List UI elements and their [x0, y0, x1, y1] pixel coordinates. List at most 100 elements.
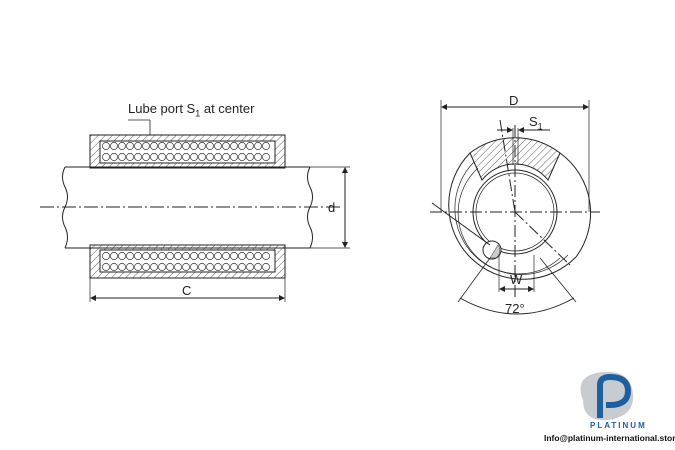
ball: [198, 252, 206, 260]
ball: [174, 252, 182, 260]
ball: [174, 142, 182, 150]
ball: [222, 263, 230, 271]
ball: [206, 252, 214, 260]
ball: [150, 142, 158, 150]
ball: [246, 252, 254, 260]
ball: [158, 263, 166, 271]
ball: [174, 263, 182, 271]
ball: [246, 142, 254, 150]
ball: [102, 252, 110, 260]
ball: [102, 153, 110, 161]
logo-brand: PLATINUM: [590, 421, 647, 430]
ball: [158, 153, 166, 161]
dim-s1-label: S1: [529, 114, 543, 132]
ball: [150, 263, 158, 271]
ball: [262, 263, 270, 271]
dim-D-label: D: [509, 93, 519, 108]
ball: [214, 252, 222, 260]
logo-email: Info@platinum-international.store: [544, 433, 675, 443]
ball: [110, 153, 118, 161]
ball: [238, 142, 246, 150]
ball: [214, 263, 222, 271]
ball: [206, 153, 214, 161]
ball: [102, 142, 110, 150]
ball: [230, 252, 238, 260]
ball: [238, 263, 246, 271]
ball: [166, 263, 174, 271]
ball: [134, 142, 142, 150]
ball: [110, 252, 118, 260]
ball: [230, 142, 238, 150]
ball: [102, 263, 110, 271]
ball: [142, 142, 150, 150]
ball: [262, 153, 270, 161]
ball: [254, 153, 262, 161]
housing-top: [89, 134, 286, 169]
ball: [134, 263, 142, 271]
ball: [214, 153, 222, 161]
ball: [254, 142, 262, 150]
shaft: [65, 166, 310, 249]
ball: [238, 252, 246, 260]
ball: [158, 252, 166, 260]
dim-d-label: d: [328, 200, 336, 215]
ball: [150, 252, 158, 260]
ball: [142, 263, 150, 271]
end-view: [430, 119, 600, 300]
ball: [158, 142, 166, 150]
ball: [182, 142, 190, 150]
angle-label: 72°: [505, 301, 525, 316]
ball: [190, 153, 198, 161]
ball: [230, 263, 238, 271]
ball: [182, 263, 190, 271]
ball: [246, 153, 254, 161]
ball: [190, 252, 198, 260]
ball: [246, 263, 254, 271]
dim-w-label: W: [510, 272, 523, 287]
ball: [166, 153, 174, 161]
ball: [126, 153, 134, 161]
ball: [134, 252, 142, 260]
ball: [238, 153, 246, 161]
ball: [110, 263, 118, 271]
ball: [166, 142, 174, 150]
ball: [190, 142, 198, 150]
ball: [118, 153, 126, 161]
dim-c-label: C: [182, 283, 192, 298]
ball: [222, 142, 230, 150]
ball-rows: [102, 142, 270, 271]
ball: [126, 263, 134, 271]
ball: [126, 252, 134, 260]
lube-port-label: Lube port S1 at center: [128, 101, 255, 119]
housing-bottom: [89, 244, 286, 279]
ball: [174, 153, 182, 161]
ball: [254, 252, 262, 260]
ball: [262, 142, 270, 150]
ball: [222, 153, 230, 161]
ball: [118, 252, 126, 260]
ball: [254, 263, 262, 271]
ball: [262, 252, 270, 260]
ball: [134, 153, 142, 161]
ball: [222, 252, 230, 260]
ball: [198, 153, 206, 161]
ball: [190, 263, 198, 271]
ball: [182, 252, 190, 260]
ball: [214, 142, 222, 150]
ball: [198, 142, 206, 150]
ball: [166, 252, 174, 260]
ball: [142, 252, 150, 260]
ball: [118, 142, 126, 150]
ball: [206, 263, 214, 271]
logo-mark: [580, 371, 634, 421]
ball: [182, 153, 190, 161]
ball: [150, 153, 158, 161]
ball: [206, 142, 214, 150]
ball: [230, 153, 238, 161]
ball: [198, 263, 206, 271]
ball: [118, 263, 126, 271]
ball: [142, 153, 150, 161]
ball: [126, 142, 134, 150]
